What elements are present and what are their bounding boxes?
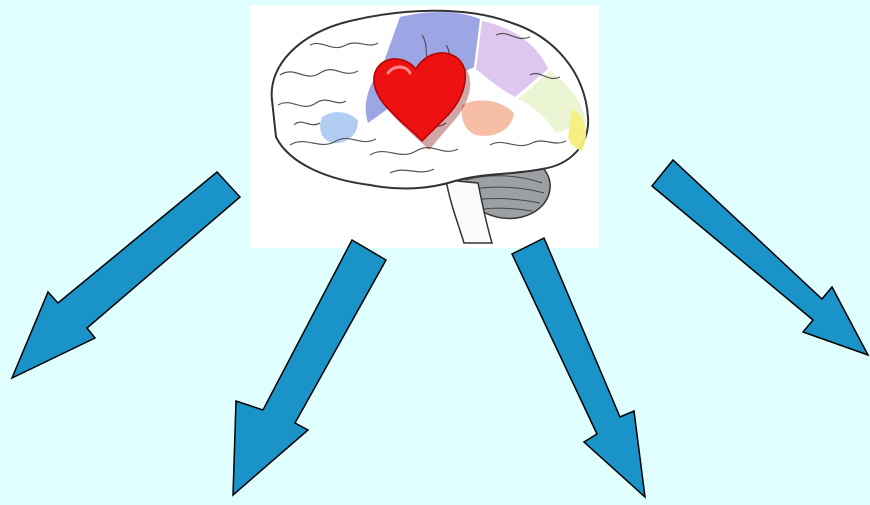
arrow-far-right [652, 160, 868, 355]
arrow-center-right [512, 238, 645, 497]
arrow-far-left [12, 172, 240, 378]
arrow-center-left [233, 240, 386, 495]
